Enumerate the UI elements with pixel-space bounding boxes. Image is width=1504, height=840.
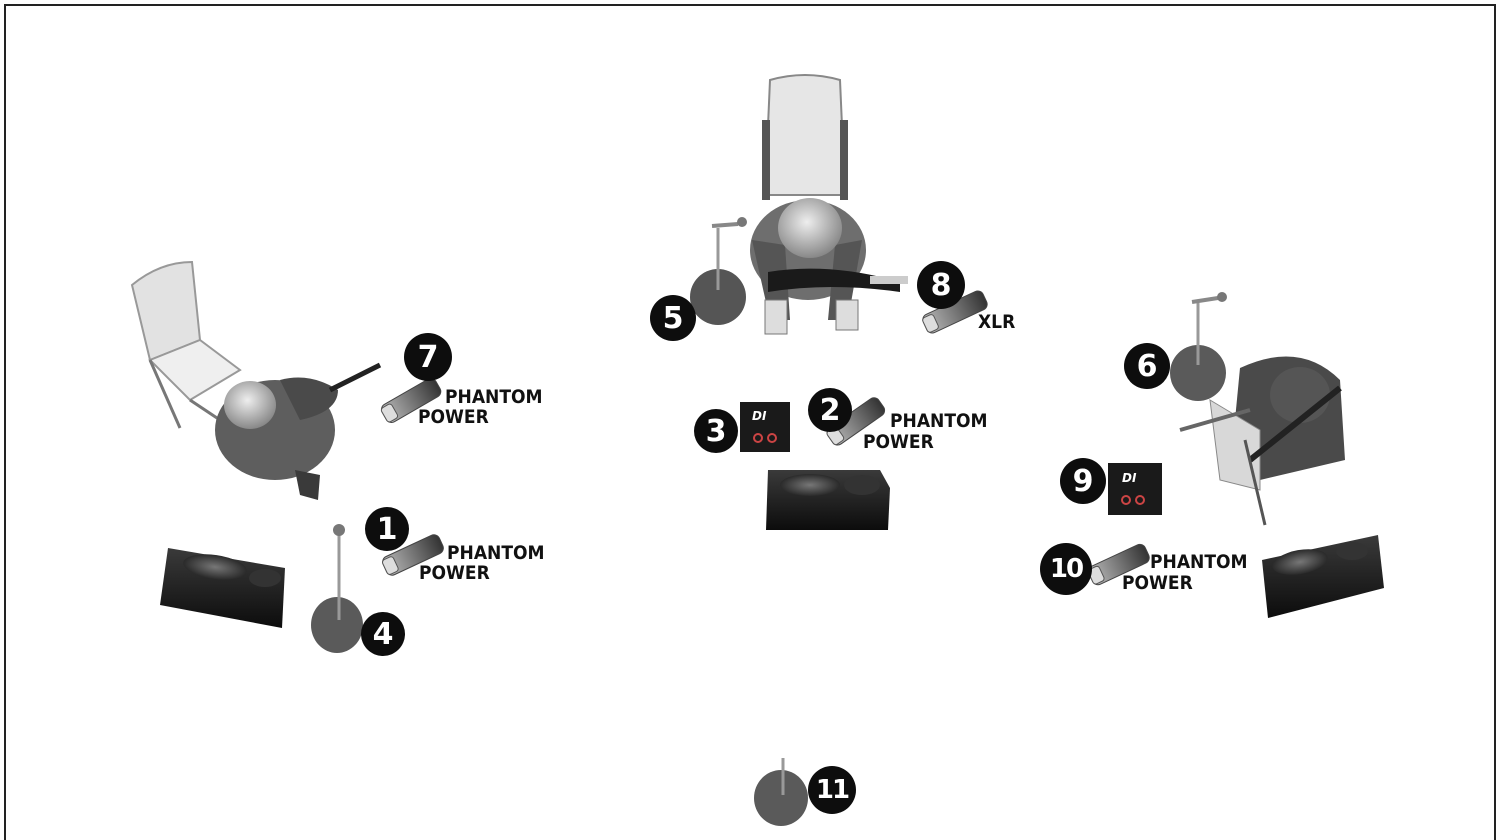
- label-1-phantom: PHANTOM: [447, 543, 545, 563]
- amp-center: [766, 470, 890, 530]
- badge-3: 3: [694, 409, 738, 453]
- chair-left: [132, 262, 240, 428]
- badge-9: 9: [1060, 458, 1106, 504]
- amp-left: [160, 548, 285, 628]
- mic-stand-11: [754, 758, 808, 826]
- chair-center: [762, 75, 848, 200]
- di-box-3: DI: [740, 402, 790, 452]
- label-10-phantom: PHANTOM: [1150, 552, 1248, 572]
- label-7-phantom: PHANTOM: [445, 387, 543, 407]
- badge-6: 6: [1124, 343, 1170, 389]
- label-10-power: POWER: [1122, 573, 1193, 593]
- label-1-power: POWER: [419, 563, 490, 583]
- label-8-xlr: XLR: [978, 312, 1015, 332]
- label-2-phantom: PHANTOM: [890, 411, 988, 431]
- badge-10: 10: [1040, 543, 1092, 595]
- mic-stand-4: [311, 524, 363, 653]
- amp-right: [1262, 535, 1384, 618]
- mic-stand-6: [1170, 292, 1227, 401]
- svg-text:DI: DI: [1122, 471, 1137, 485]
- badge-1: 1: [365, 507, 409, 551]
- badge-5: 5: [650, 295, 696, 341]
- badge-11: 11: [808, 766, 856, 814]
- label-2-power: POWER: [863, 432, 934, 452]
- mic-stand-5: [690, 217, 747, 325]
- label-7-power: POWER: [418, 407, 489, 427]
- badge-4: 4: [361, 612, 405, 656]
- badge-2: 2: [808, 388, 852, 432]
- guitarist-figure: [750, 198, 908, 334]
- svg-text:DI: DI: [752, 409, 767, 423]
- violinist-figure: [215, 365, 380, 500]
- badge-8: 8: [917, 261, 965, 309]
- badge-7: 7: [404, 333, 452, 381]
- di-box-9: DI: [1108, 463, 1162, 515]
